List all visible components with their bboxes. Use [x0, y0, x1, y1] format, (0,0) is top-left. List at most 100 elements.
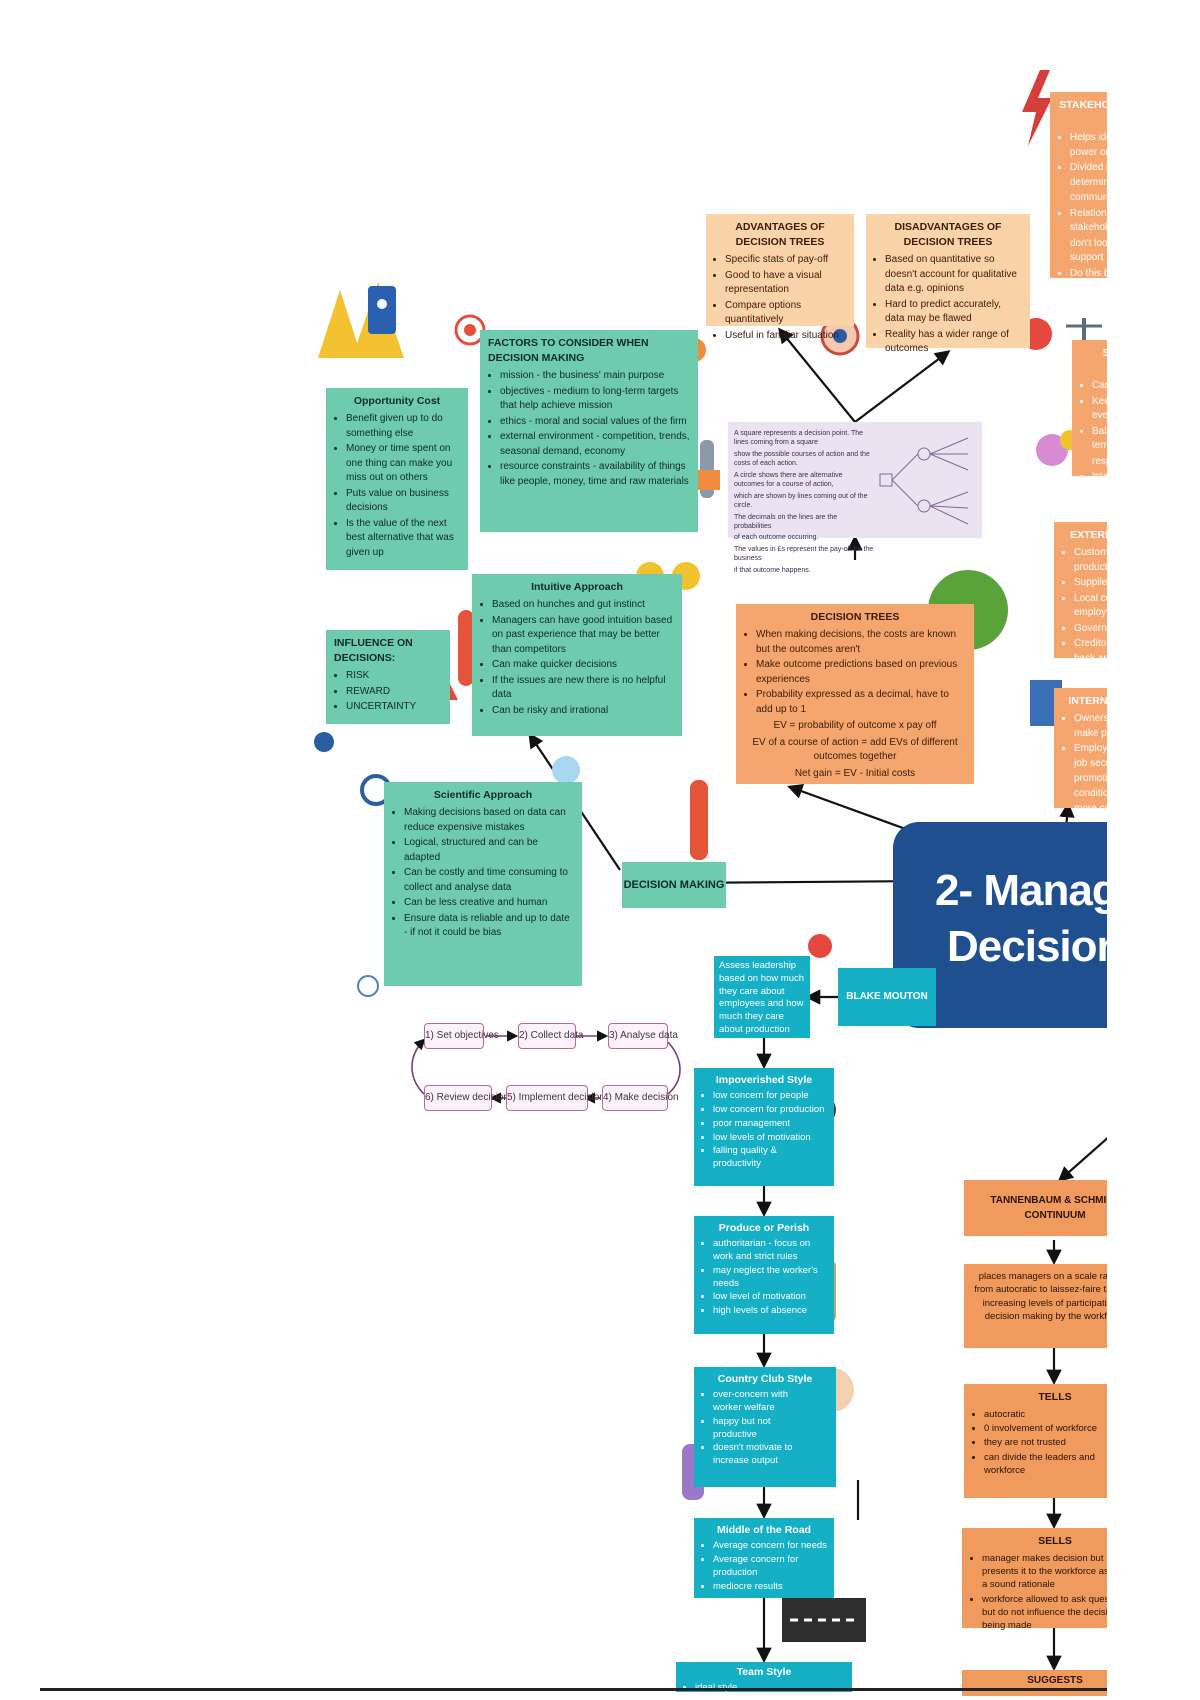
team-style-box: Team Style ideal style — [676, 1662, 852, 1695]
stakeholder-mapping-box: STAKEHOLDER MAPPING & RELA Helps identif… — [1050, 92, 1107, 309]
list-item: Can be less creative and human — [404, 896, 574, 911]
tannenbaum-node: TANNENBAUM & SCHMIDT CONTINUUM — [964, 1180, 1107, 1236]
scientific-list: Making decisions based on data can reduc… — [392, 806, 574, 941]
list-item: Reality has a wider range of outcomes — [885, 328, 1023, 357]
country-club-box: Country Club Style over-concern with wor… — [694, 1367, 836, 1487]
list-item: low concern for people — [713, 1090, 827, 1103]
process-step-5: 5) Implement decision — [506, 1085, 605, 1111]
sells-box: SELLS manager makes decision but present… — [962, 1528, 1107, 1631]
keyhole-icon — [368, 286, 396, 334]
assess-box: Assess leadership based on how much they… — [714, 956, 810, 1038]
list-item: Suppliers - fair pay on time — [1074, 576, 1107, 591]
sells-title: SELLS — [1038, 1535, 1072, 1547]
decision-making-node: DECISION MAKING — [622, 862, 726, 908]
list-item: resource constraints - availability of t… — [500, 460, 690, 489]
advantages-list: Specific stats of pay-off Good to have a… — [713, 253, 847, 343]
list-item: 0 involvement of workforce — [984, 1422, 1107, 1435]
list-item: high levels of absence — [713, 1305, 827, 1318]
produce-or-perish-box: Produce or Perish authoritarian - focus … — [694, 1216, 834, 1334]
influence-box: INFLUENCE ON DECISIONS: RISK REWARD UNCE… — [326, 630, 450, 724]
suggests-node: SUGGESTS — [962, 1670, 1107, 1696]
list-item: Ensure data is reliable and up to date -… — [404, 912, 574, 941]
list-item: Useful in familiar situation — [725, 329, 847, 344]
decision-trees-list: When making decisions, the costs are kno… — [744, 628, 966, 717]
list-item: Hard to predict accurately, data may be … — [885, 298, 1023, 327]
list-item: Interests can overlap, if not ne — [1092, 470, 1107, 499]
list-item: authoritarian - focus on work and strict… — [713, 1238, 827, 1264]
external-stakeholders-box: EXTERNAL STAKEHOLD Customers - high qual… — [1054, 522, 1107, 664]
team-style-list: ideal style — [683, 1682, 845, 1695]
scales-icon — [1082, 318, 1086, 356]
mini-tree-diagram — [879, 437, 969, 525]
list-item: autocratic — [984, 1408, 1107, 1421]
middle-road-list: Average concern for needs Average concer… — [701, 1540, 827, 1593]
disadvantages-decision-trees-box: DISADVANTAGES OF DECISION TREES Based on… — [866, 214, 1030, 354]
person-icon — [458, 610, 474, 686]
explainer-line: show the possible courses of action and … — [734, 450, 870, 468]
flowers-icon — [1036, 434, 1068, 466]
stakeholder-objectives-box: STAKEHOLDER OBJECTI Can be conflicting K… — [1072, 340, 1107, 497]
connector — [1057, 1137, 1107, 1183]
list-item: ideal style — [695, 1682, 845, 1695]
list-item: Divided into quadrants that determine ho — [1070, 161, 1107, 190]
team-style-title: Team Style — [736, 1666, 792, 1678]
list-item: Creditors - want to be paid back an — [1074, 637, 1107, 666]
list-item: Can be conflicting — [1092, 379, 1107, 394]
list-item: mediocre results — [713, 1581, 827, 1594]
list-item: Keep a balance to keep everyo — [1092, 395, 1107, 424]
list-item: falling quality & productivity — [713, 1145, 827, 1171]
external-stakeholders-title: EXTERNAL STAKEHOLD — [1070, 529, 1107, 541]
process-step-6: 6) Review decision — [424, 1085, 509, 1111]
middle-of-road-box: Middle of the Road Average concern for n… — [694, 1518, 834, 1598]
list-item: Based on quantitative so doesn't account… — [885, 253, 1023, 297]
middle-road-title: Middle of the Road — [717, 1524, 811, 1536]
connector — [854, 350, 951, 423]
list-item: Managers can have good intuition based o… — [492, 614, 674, 658]
list-item: over-concern with worker welfare — [713, 1389, 809, 1415]
list-item: Can be risky and irrational — [492, 704, 674, 719]
factors-list: mission - the business' main purpose obj… — [488, 369, 690, 489]
list-item: objectives - medium to long-term targets… — [500, 385, 690, 414]
list-item: UNCERTAINTY — [346, 700, 442, 715]
internal-stakeholders-title: INTERNAL STAKEHOLDE — [1068, 695, 1107, 707]
list-item: Balance between short term pr — [1092, 425, 1107, 454]
list-item: promotions, wage, working condition — [1074, 773, 1107, 799]
impoverished-style-box: Impoverished Style low concern for peopl… — [694, 1068, 834, 1186]
country-club-list: over-concern with worker welfare happy b… — [701, 1389, 809, 1468]
list-item: Good to have a visual representation — [725, 269, 847, 298]
list-item: Helps identify how much power or intere — [1070, 131, 1107, 160]
process-step-1: 1) Set objectives — [424, 1023, 499, 1049]
process-step-2: 2) Collect data — [518, 1023, 583, 1049]
formula-line: EV of a course of action = add EVs of di… — [752, 736, 958, 763]
process-arrow — [411, 1038, 426, 1095]
internal-stakeholders-list: Owners - most important, make pro Employ… — [1062, 712, 1107, 817]
intuitive-list: Based on hunches and gut instinct Manage… — [480, 598, 674, 718]
atom-icon — [357, 975, 379, 997]
list-item: Make outcome predictions based on previo… — [756, 658, 966, 687]
stakeholder-objectives-list: Can be conflicting Keep a balance to kee… — [1080, 379, 1107, 499]
stakeholder-objectives-title: STAKEHOLDER OBJECTI — [1102, 347, 1107, 359]
list-item: If the issues are new there is no helpfu… — [492, 674, 674, 703]
list-item: may neglect the worker's needs — [713, 1265, 827, 1291]
mountain-icon — [318, 290, 362, 358]
list-item: Money or time spent on one thing can mak… — [346, 442, 460, 486]
list-item: Average concern for needs — [713, 1540, 827, 1553]
decision-trees-box: DECISION TREES When making decisions, th… — [736, 604, 974, 784]
list-item: RISK — [346, 669, 442, 684]
produce-list: authoritarian - focus on work and strict… — [701, 1238, 827, 1318]
mind-map-canvas: STAKEHOLDER MAPPING & RELA Helps identif… — [0, 0, 1107, 1700]
blake-mouton-node: BLAKE MOUTON GRID — [838, 968, 936, 1060]
person-icon — [690, 780, 708, 860]
opportunity-cost-title: Opportunity Cost — [353, 395, 441, 407]
list-item: mission - the business' main purpose — [500, 369, 690, 384]
continuum-description: places managers on a scale ranging from … — [964, 1264, 1107, 1348]
central-title-line2: Decision Ma — [947, 922, 1107, 971]
stakeholder-mapping-title: STAKEHOLDER MAPPING & RELA — [1059, 99, 1107, 111]
list-item: low levels of motivation — [713, 1132, 827, 1145]
list-item: Benefit given up to do something else — [346, 412, 460, 441]
advantages-decision-trees-box: ADVANTAGES OF DECISION TREES Specific st… — [706, 214, 854, 341]
internal-stakeholders-box: INTERNAL STAKEHOLDE Owners - most import… — [1054, 688, 1107, 814]
list-item: Average concern for production — [713, 1554, 827, 1580]
flask-icon — [552, 756, 580, 784]
process-step-4: 4) Make decision — [602, 1085, 679, 1111]
